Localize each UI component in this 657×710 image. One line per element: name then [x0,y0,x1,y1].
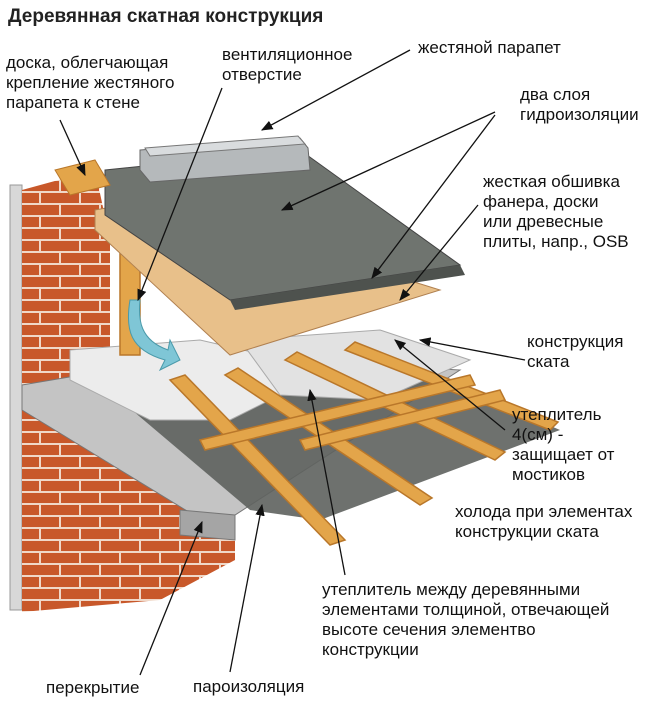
tin-parapet-top [144,135,307,157]
brick-wall-lower [22,395,235,612]
brick-wall [22,170,110,400]
slab-front [179,509,236,541]
leader-lines [59,49,526,676]
ventilation-arrow [127,299,181,372]
label-parapet: жестяной парапет [418,38,561,57]
label-cold: холода при элементах конструкции ската [455,502,633,541]
label-insul-between: утеплитель между деревянными элементами … [322,580,610,659]
label-vapor: пароизоляция [193,677,305,696]
timber-joists [119,249,560,546]
wall-plaster [9,184,23,611]
parapet-board [54,159,111,196]
diagram-title: Деревянная скатная конструкция [8,6,324,27]
label-insul4: утеплитель 4(см) - защищает от мостиков [512,405,615,484]
label-vent: вентиляционное отверстие [222,45,353,84]
label-slope: конструкция ската [527,332,624,371]
label-waterproof: два слоя гидроизоляции [520,85,639,124]
label-sheathing: жесткая обшивка фанера, доски или древес… [483,172,629,251]
label-slab: перекрытие [46,678,140,697]
waterproofing-membrane-edge [230,265,465,310]
label-board: доска, облегчающая крепление жестяного п… [6,53,175,112]
